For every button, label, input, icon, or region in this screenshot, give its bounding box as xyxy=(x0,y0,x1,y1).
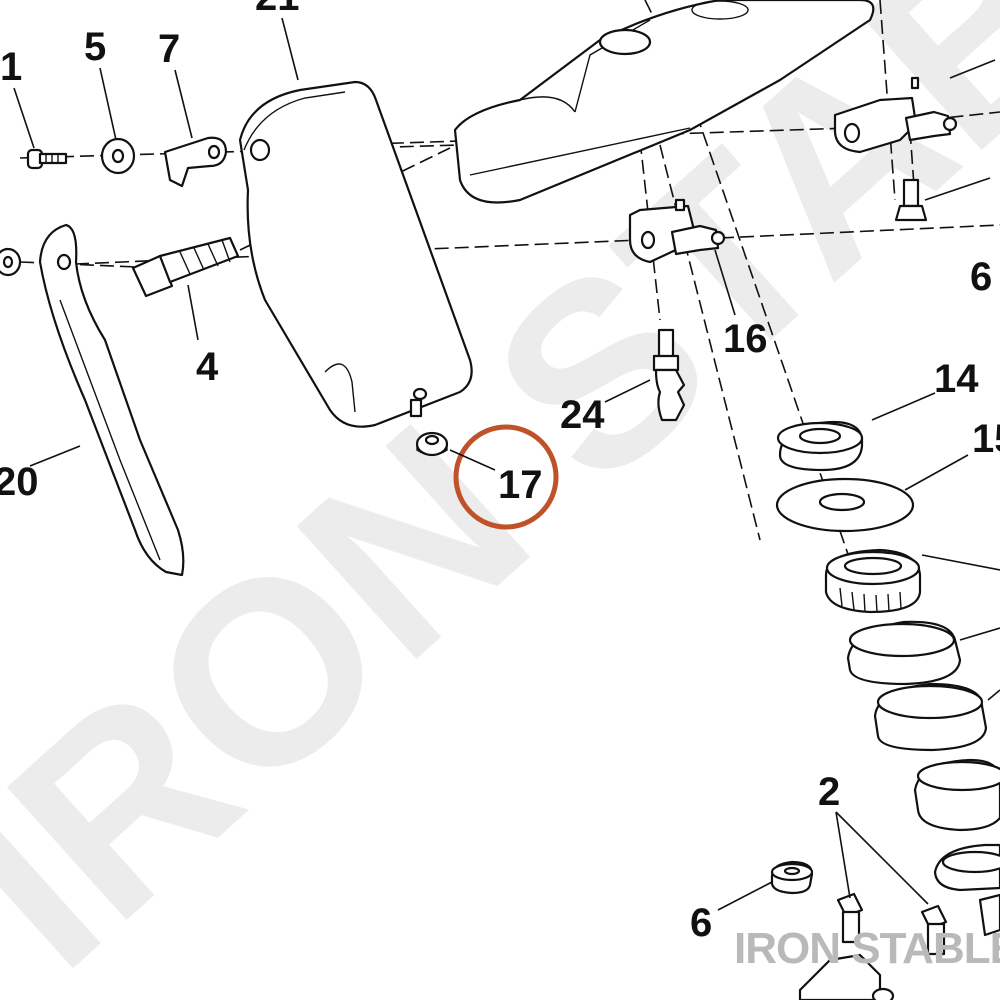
part-2-bolts xyxy=(836,892,1000,956)
callout-24: 24 xyxy=(560,393,605,437)
callout-20: 20 xyxy=(0,460,39,504)
leader-lines xyxy=(13,17,1000,911)
part-14-seal xyxy=(776,420,864,472)
part-20-cover xyxy=(0,223,185,577)
part-race-upper xyxy=(846,620,962,686)
part-6-grommet xyxy=(770,860,814,895)
part-6-bolt-top xyxy=(894,178,928,222)
part-1-screw xyxy=(26,148,68,170)
callout-6-lower: 6 xyxy=(690,901,712,945)
callout-17: 17 xyxy=(498,463,543,507)
callout-15: 15 xyxy=(972,417,1000,461)
part-bearing-upper xyxy=(824,548,922,614)
part-16-bracket-fitting xyxy=(628,198,726,264)
part-5-washer xyxy=(100,137,136,175)
part-handlebar-arm xyxy=(453,0,875,204)
part-15-washer xyxy=(775,477,915,533)
part-7-clip xyxy=(163,136,228,188)
callout-4: 4 xyxy=(196,345,219,389)
part-4-bolt xyxy=(131,236,240,298)
part-bearing-lower xyxy=(913,758,1000,832)
callout-16: 16 xyxy=(723,317,768,361)
callout-5: 5 xyxy=(84,25,106,69)
callout-1: 1 xyxy=(0,45,22,89)
callout-6-upper: 6 xyxy=(970,255,992,299)
callout-2: 2 xyxy=(818,770,840,814)
part-race-lower xyxy=(873,682,988,752)
part-24-fitting xyxy=(652,328,686,422)
part-bracket-fitting-right xyxy=(833,76,958,154)
part-17-washer xyxy=(415,431,449,457)
part-bottom-bracket xyxy=(798,953,895,1000)
part-seal-lower xyxy=(933,843,1000,892)
brand-watermark-label: IRON STABLE xyxy=(734,924,1000,973)
callout-7: 7 xyxy=(158,27,180,71)
callout-21: 21 xyxy=(255,0,300,19)
part-21-housing xyxy=(238,80,473,428)
callout-14: 14 xyxy=(934,357,979,401)
highlight-circle-part-17 xyxy=(453,424,559,530)
callout-labels: 1 5 7 21 4 20 17 24 16 14 15 6 2 6 xyxy=(0,0,1000,945)
